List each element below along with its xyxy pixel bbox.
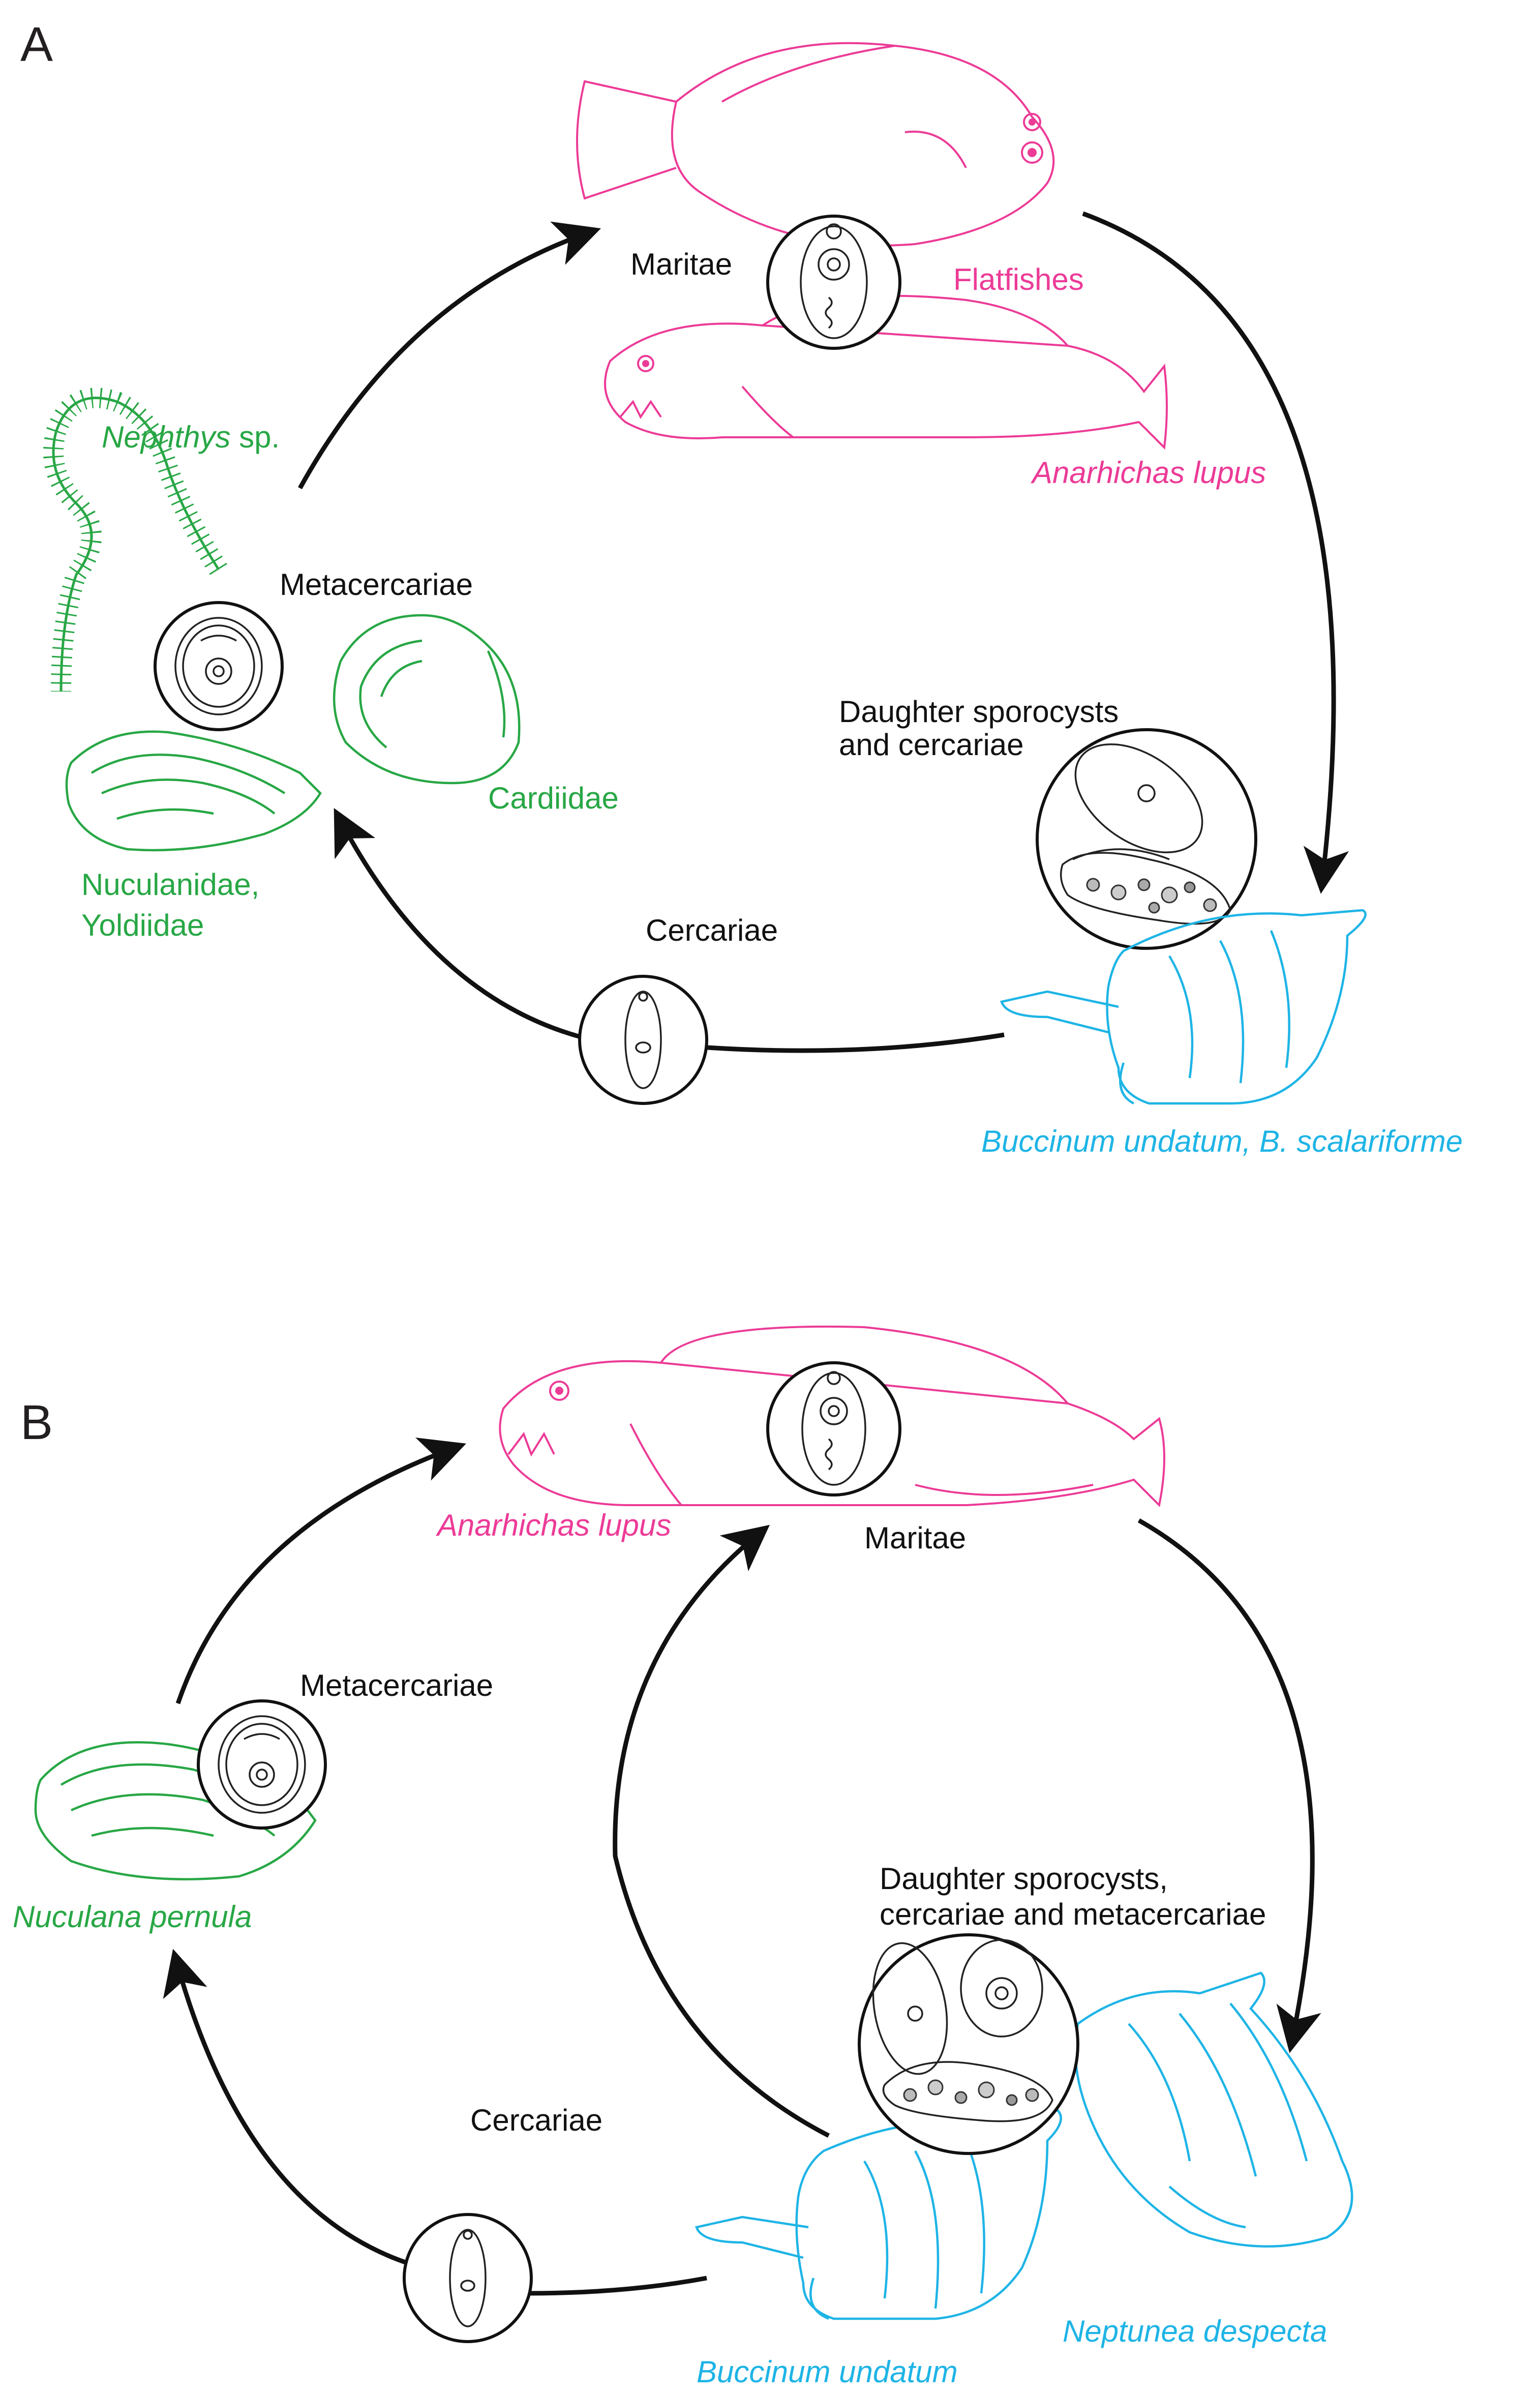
label-sporocysts-b-line2: cercariae and metacercariae	[880, 1897, 1266, 1931]
label-yoldiidae: Yoldiidae	[81, 908, 204, 942]
arrow-snail-to-cercariae	[706, 1032, 1005, 1053]
label-cercariae-a: Cercariae	[646, 913, 778, 947]
arrow-maritae-to-sporocysts	[1082, 211, 1349, 894]
label-flatfishes: Flatfishes	[953, 262, 1084, 296]
label-buccinum-a: Buccinum undatum, B. scalariforme	[981, 1124, 1463, 1158]
arrow-sporocysts-to-maritae-b	[613, 1524, 830, 2138]
label-nuculanidae: Nuculanidae,	[81, 867, 259, 902]
panel-a-letter: A	[20, 17, 53, 72]
sporocysts-circle-a	[1036, 728, 1257, 950]
label-buccinum-b: Buccinum undatum	[697, 2355, 958, 2389]
panel-a: A	[20, 17, 1463, 1158]
label-metacercariae-a: Metacercariae	[280, 567, 473, 602]
label-nuculana-pernula: Nuculana pernula	[13, 1900, 252, 1934]
buccinum-whelk-illustration-a	[1000, 909, 1367, 1105]
label-neptunea-despecta: Neptunea despecta	[1063, 2314, 1327, 2348]
arrow-cercariae-to-nuculana	[163, 1949, 408, 2265]
maritae-circle-a	[766, 215, 901, 350]
cercariae-circle-b	[403, 2213, 533, 2343]
label-anarhichas-lupus-b: Anarhichas lupus	[436, 1508, 671, 1542]
maritae-circle-b	[766, 1361, 901, 1496]
neptunea-illustration	[1074, 1971, 1353, 2248]
label-cardiidae: Cardiidae	[488, 781, 619, 815]
label-cercariae-b: Cercariae	[470, 2103, 602, 2137]
nephthys-worm-illustration	[43, 387, 227, 692]
arrow-cercariae-to-bivalves	[334, 808, 583, 1040]
label-sporocysts-a-line1: Daughter sporocysts	[839, 695, 1119, 729]
nuculanidae-illustration	[65, 730, 322, 852]
label-maritae-b: Maritae	[864, 1521, 966, 1555]
label-metacercariae-b: Metacercariae	[300, 1668, 493, 1702]
metacercariae-circle-b	[197, 1699, 327, 1830]
arrow-metacercariae-to-maritae-b	[175, 1438, 466, 1704]
arrow-metacercariae-to-maritae	[298, 221, 601, 490]
flatfish-illustration	[576, 42, 1055, 247]
label-maritae-a: Maritae	[630, 247, 732, 281]
label-sporocysts-b-line1: Daughter sporocysts,	[880, 1862, 1168, 1896]
cercariae-circle-a	[578, 975, 708, 1105]
arrow-maritae-to-sporocysts-b	[1137, 1518, 1321, 2053]
label-sporocysts-a-line2: and cercariae	[839, 728, 1024, 762]
label-anarhichas-lupus-a: Anarhichas lupus	[1031, 456, 1266, 490]
metacercariae-circle-a	[154, 601, 284, 731]
panel-b: B	[13, 1325, 1353, 2389]
sporocysts-circle-b	[858, 1933, 1079, 2155]
wolffish-illustration-a	[604, 294, 1168, 450]
wolffish-illustration-b	[499, 1325, 1165, 1508]
arrow-snail-to-cercariae-b	[528, 2276, 707, 2296]
label-nephthys: Nephthys sp.	[102, 420, 280, 454]
cardiidae-illustration	[333, 614, 521, 785]
panel-b-letter: B	[20, 1395, 53, 1450]
